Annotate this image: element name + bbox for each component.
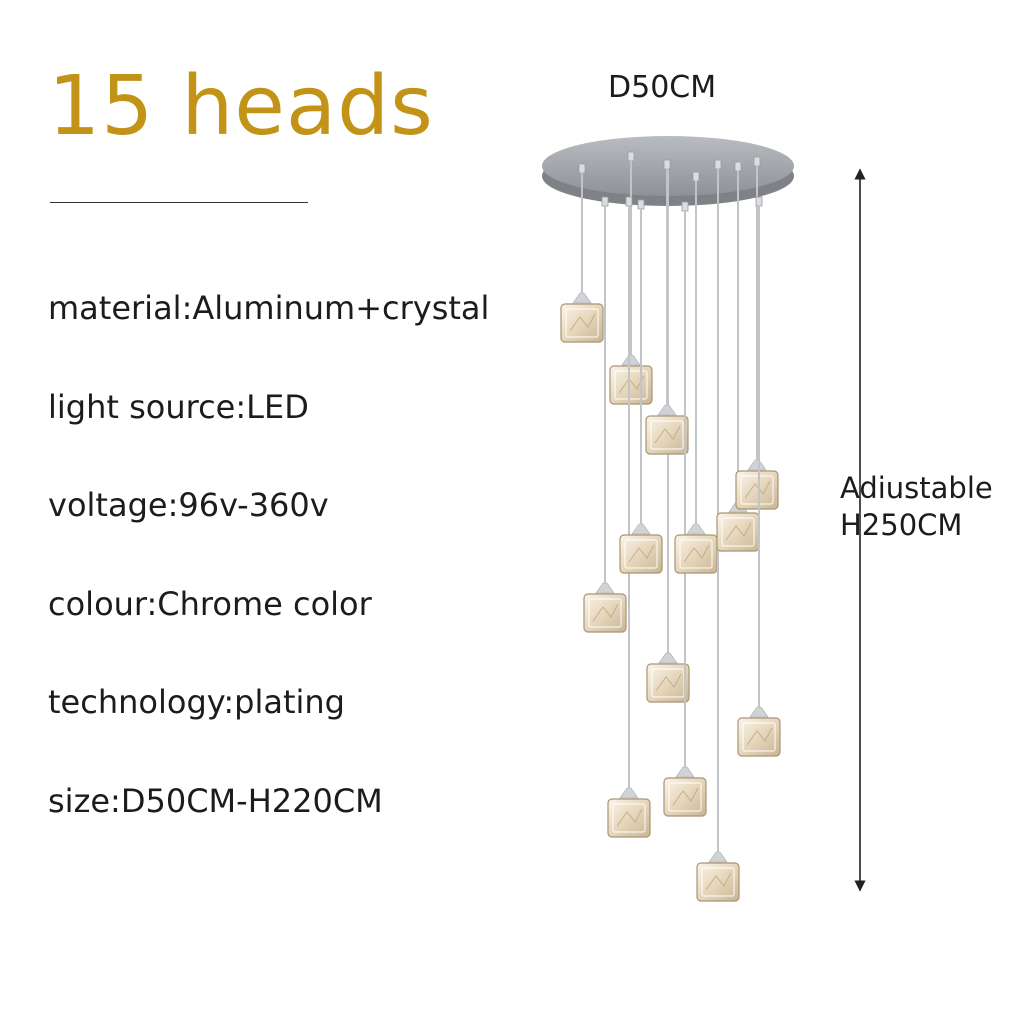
pendant-light (619, 199, 663, 574)
spec-voltage: voltage:96v-360v (48, 486, 329, 524)
pendant-light (696, 159, 740, 902)
heads-count-title: 15 heads (48, 59, 434, 154)
pendant-light (663, 201, 707, 817)
spec-size: size:D50CM-H220CM (48, 781, 383, 820)
spec-light-source: light source:LED (48, 387, 309, 426)
pendant-light (737, 196, 781, 757)
pendant-light (583, 196, 627, 633)
pendant-group (560, 151, 781, 902)
spec-material: material:Aluminum+crystal (48, 289, 490, 327)
title-divider (50, 202, 308, 203)
pendant-light (735, 156, 779, 510)
pendant-light (607, 196, 651, 838)
spec-technology: technology:plating (48, 683, 345, 721)
pendant-light (560, 163, 604, 343)
diameter-label: D50CM (608, 70, 717, 105)
pendant-light (645, 159, 689, 455)
spec-colour: colour:Chrome color (48, 584, 372, 623)
spec-list: material:Aluminum+crystal light source:L… (48, 288, 489, 879)
pendant-light (674, 171, 718, 574)
